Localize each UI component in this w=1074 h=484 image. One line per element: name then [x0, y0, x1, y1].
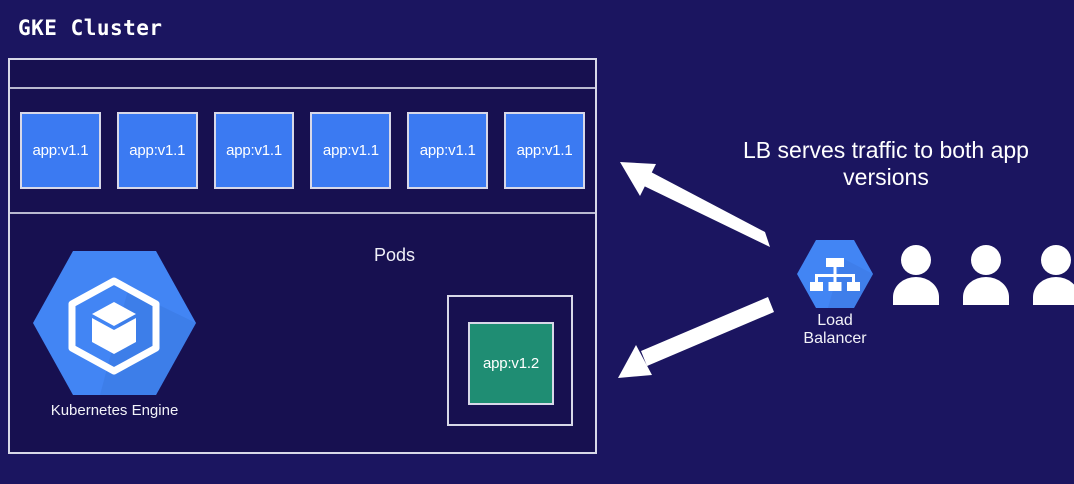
page-title: GKE Cluster: [18, 16, 163, 40]
arrow-lb-to-pod-v1-2: [618, 297, 774, 378]
pod-app-v1-1[interactable]: app:v1.1: [20, 112, 101, 189]
pod-label: app:v1.1: [322, 142, 379, 159]
load-balancer-badge: Load Balancer: [783, 238, 887, 349]
kubernetes-engine-badge: Kubernetes Engine: [22, 248, 207, 419]
users-group: [890, 243, 1074, 305]
node-pool-divider: [10, 212, 595, 214]
pod-app-v1-1[interactable]: app:v1.1: [504, 112, 585, 189]
load-balancer-label-line-2: Balancer: [803, 330, 867, 348]
pod-label: app:v1.2: [483, 355, 539, 372]
kubernetes-engine-label: Kubernetes Engine: [50, 402, 179, 419]
kubernetes-engine-icon: [32, 248, 197, 398]
load-balancer-icon: [796, 238, 874, 310]
pod-label: app:v1.1: [516, 142, 573, 159]
user-icon: [960, 243, 1012, 305]
user-icon: [1030, 243, 1074, 305]
canary-pod-container: app:v1.2: [447, 295, 573, 426]
load-balancer-label-line-1: Load: [817, 312, 853, 329]
pod-label: app:v1.1: [226, 142, 283, 159]
pod-app-v1-1[interactable]: app:v1.1: [407, 112, 489, 189]
pods-label: Pods: [374, 245, 416, 265]
lb-caption: LB serves traffic to both app versions: [714, 137, 1058, 191]
user-icon: [890, 243, 942, 305]
pod-app-v1-1[interactable]: app:v1.1: [310, 112, 392, 189]
lb-caption-line-2: versions: [843, 164, 929, 191]
load-balancer-label: Load Balancer: [783, 312, 887, 349]
lb-caption-line-1: LB serves traffic to both app: [743, 137, 1029, 163]
pod-app-v1-1[interactable]: app:v1.1: [116, 112, 198, 189]
pods-row: app:v1.1 app:v1.1 app:v1.1 app:v1.1 app:…: [20, 112, 585, 189]
pod-app-v1-2[interactable]: app:v1.2: [468, 322, 554, 405]
pod-label: app:v1.1: [129, 142, 186, 159]
pod-label: app:v1.1: [32, 142, 89, 159]
pod-label: app:v1.1: [419, 142, 476, 159]
cluster-control-plane-band: [10, 60, 595, 89]
pod-app-v1-1[interactable]: app:v1.1: [213, 112, 295, 189]
